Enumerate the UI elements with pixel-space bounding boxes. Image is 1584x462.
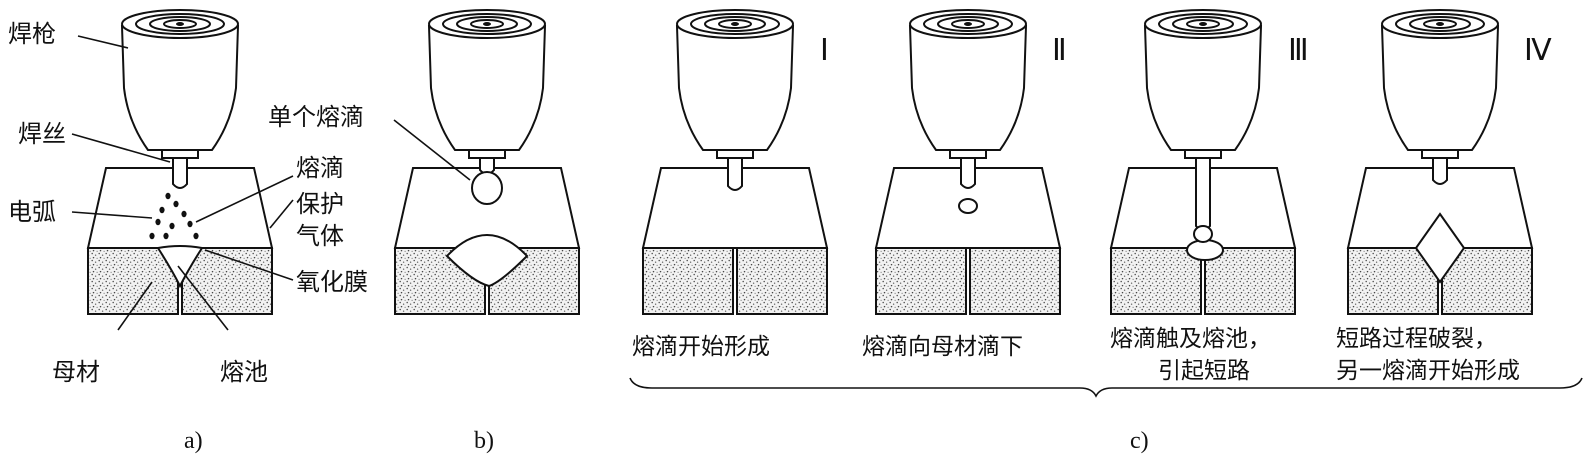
torch-body bbox=[1382, 26, 1498, 150]
droplet bbox=[472, 172, 502, 204]
stage-3-desc-line1: 熔滴触及熔池， bbox=[1110, 326, 1271, 352]
panel-b-caption: b) bbox=[474, 428, 494, 454]
oxide-film-label: 氧化膜 bbox=[296, 268, 368, 296]
welding-wire bbox=[1196, 158, 1210, 230]
arc-particle bbox=[169, 223, 174, 229]
torch-center bbox=[176, 22, 184, 26]
contact-tip bbox=[162, 150, 198, 158]
unit-stage-2 bbox=[876, 10, 1060, 314]
unit-panel-b bbox=[395, 10, 579, 314]
torch-center bbox=[964, 22, 972, 26]
arc-particle bbox=[159, 207, 164, 213]
torch-body bbox=[122, 26, 238, 150]
stage-3-desc-line2: 引起短路 bbox=[1158, 358, 1250, 384]
stage-4-desc-line1: 短路过程破裂， bbox=[1336, 326, 1497, 352]
base-metal-left bbox=[876, 248, 966, 314]
stage-2-numeral: Ⅱ bbox=[1052, 34, 1067, 67]
shield-gas-label-1: 保护 bbox=[296, 190, 344, 218]
droplet-label: 熔滴 bbox=[296, 154, 344, 182]
torch-center bbox=[731, 22, 739, 26]
unit-stage-4 bbox=[1348, 10, 1532, 314]
arc-particle bbox=[149, 233, 154, 239]
stage-1-desc: 熔滴开始形成 bbox=[632, 334, 770, 360]
contact-tip bbox=[469, 150, 505, 158]
torch-center bbox=[1436, 22, 1444, 26]
torch-center bbox=[1199, 22, 1207, 26]
droplet bbox=[959, 199, 977, 213]
base-metal-right bbox=[737, 248, 827, 314]
base-metal-right bbox=[1205, 248, 1295, 314]
unit-stage-3 bbox=[1111, 10, 1295, 314]
unit-stage-1 bbox=[643, 10, 827, 314]
weld-pool bbox=[1187, 240, 1223, 260]
arc-particle bbox=[187, 221, 192, 227]
panel-c-caption: c) bbox=[1130, 428, 1149, 454]
shield-gas-label-2: 气体 bbox=[296, 222, 344, 250]
torch-body bbox=[429, 26, 545, 150]
welding-wire bbox=[1433, 158, 1447, 184]
contact-tip bbox=[950, 150, 986, 158]
torch-body bbox=[910, 26, 1026, 150]
welding-wire bbox=[173, 158, 187, 188]
arc-particle bbox=[181, 211, 186, 217]
arc-particle bbox=[155, 219, 160, 225]
weld-pool-label: 熔池 bbox=[220, 358, 268, 386]
stage-1-numeral: Ⅰ bbox=[820, 34, 829, 67]
arc-label: 电弧 bbox=[8, 198, 56, 226]
wire-label: 焊丝 bbox=[18, 120, 66, 148]
contact-tip bbox=[1185, 150, 1221, 158]
arc-particle bbox=[163, 233, 168, 239]
base-metal-left bbox=[643, 248, 733, 314]
droplet bbox=[1194, 226, 1212, 242]
base-metal-left bbox=[1111, 248, 1201, 314]
torch-body bbox=[1145, 26, 1261, 150]
torch-label: 焊枪 bbox=[8, 20, 56, 48]
stage-4-desc-line2: 另一熔滴开始形成 bbox=[1336, 358, 1520, 384]
base-metal-right bbox=[970, 248, 1060, 314]
arc-particle bbox=[173, 201, 178, 207]
welding-wire bbox=[961, 158, 975, 188]
base-metal-label: 母材 bbox=[52, 358, 100, 386]
single-droplet-label: 单个熔滴 bbox=[268, 103, 364, 131]
torch-body bbox=[677, 26, 793, 150]
stage-2-desc: 熔滴向母材滴下 bbox=[862, 334, 1023, 360]
arc-particle bbox=[165, 193, 170, 199]
arc-particle bbox=[193, 233, 198, 239]
contact-tip bbox=[717, 150, 753, 158]
torch-center bbox=[483, 22, 491, 26]
stage-4-numeral: Ⅳ bbox=[1524, 34, 1552, 67]
welding-wire bbox=[728, 158, 742, 190]
stage-3-numeral: Ⅲ bbox=[1288, 34, 1309, 67]
contact-tip bbox=[1422, 150, 1458, 158]
panel-a-caption: a) bbox=[184, 428, 203, 454]
